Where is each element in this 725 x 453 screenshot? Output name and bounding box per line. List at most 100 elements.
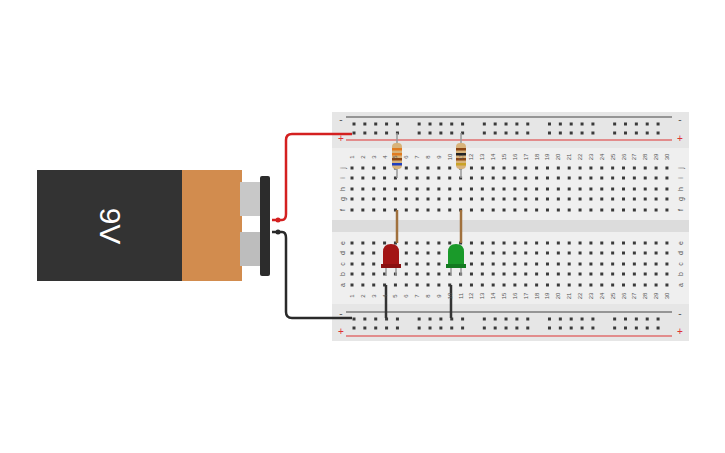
- column-number: 30: [664, 154, 670, 161]
- column-number: 5: [392, 294, 398, 297]
- column-number: 9: [436, 294, 442, 297]
- column-number: 21: [566, 293, 572, 300]
- row-letter: d: [339, 251, 346, 255]
- column-number: 22: [577, 154, 583, 161]
- rail-line: [346, 336, 672, 337]
- battery-clip: [260, 176, 270, 276]
- rail-line: [346, 312, 672, 313]
- column-number: 25: [610, 154, 616, 161]
- jumper-wire: [385, 285, 388, 318]
- column-number: 24: [599, 293, 605, 300]
- row-letter: b: [677, 272, 684, 276]
- column-number: 3: [371, 294, 377, 297]
- column-number: 10: [447, 154, 453, 161]
- column-number: 16: [512, 154, 518, 161]
- rail-line: [346, 117, 672, 118]
- row-letter: c: [339, 262, 346, 266]
- column-number: 19: [544, 293, 550, 300]
- column-number: 16: [512, 293, 518, 300]
- column-number: 27: [631, 154, 637, 161]
- column-number: 30: [664, 293, 670, 300]
- column-number: 14: [490, 293, 496, 300]
- column-number: 15: [501, 154, 507, 161]
- row-letter: a: [339, 283, 346, 287]
- column-number: 11: [458, 293, 464, 299]
- row-letter: d: [677, 251, 684, 255]
- row-letter: b: [339, 272, 346, 276]
- rail-sign: +: [338, 327, 344, 337]
- row-letter: f: [339, 209, 346, 211]
- row-letter: j: [677, 167, 684, 169]
- column-number: 29: [653, 154, 659, 161]
- row-letter: i: [677, 177, 684, 179]
- rail-sign: -: [339, 309, 342, 319]
- column-number: 12: [468, 293, 474, 300]
- column-number: 2: [360, 155, 366, 158]
- column-number: 28: [642, 154, 648, 161]
- row-letter: i: [339, 177, 346, 179]
- column-number: 18: [534, 293, 540, 300]
- column-number: 26: [621, 293, 627, 300]
- column-number: 7: [414, 294, 420, 297]
- column-number: 1: [349, 294, 355, 297]
- rail-sign: +: [677, 327, 683, 337]
- column-number: 15: [501, 293, 507, 300]
- column-number: 23: [588, 293, 594, 300]
- column-number: 6: [403, 294, 409, 297]
- breadboard-gap: [332, 220, 689, 232]
- column-number: 19: [544, 154, 550, 161]
- column-number: 13: [479, 293, 485, 300]
- column-number: 25: [610, 293, 616, 300]
- column-number: 3: [371, 155, 377, 158]
- column-number: 21: [566, 154, 572, 161]
- row-letter: j: [339, 167, 346, 169]
- jumper-wire: [460, 210, 463, 243]
- row-letter: c: [677, 262, 684, 266]
- column-number: 2: [360, 294, 366, 297]
- column-number: 11: [458, 154, 464, 160]
- battery-band: [181, 170, 242, 281]
- jumper-wire: [396, 210, 399, 243]
- rail-line: [346, 140, 672, 141]
- column-number: 9: [436, 155, 442, 158]
- column-number: 12: [468, 154, 474, 161]
- column-number: 28: [642, 293, 648, 300]
- green-led: [446, 244, 466, 276]
- row-letter: a: [677, 283, 684, 287]
- column-number: 22: [577, 293, 583, 300]
- column-number: 26: [621, 154, 627, 161]
- column-number: 4: [382, 155, 388, 158]
- column-number: 24: [599, 154, 605, 161]
- battery-label: 9V: [95, 207, 125, 244]
- column-number: 27: [631, 293, 637, 300]
- column-number: 20: [555, 154, 561, 161]
- column-number: 5: [392, 155, 398, 158]
- rail-sign: -: [678, 115, 681, 125]
- rail-sign: +: [677, 134, 683, 144]
- column-number: 20: [555, 293, 561, 300]
- row-letter: e: [677, 241, 684, 245]
- battery-terminal: [240, 182, 262, 216]
- row-letter: h: [339, 187, 346, 191]
- column-number: 17: [523, 293, 529, 300]
- column-number: 10: [447, 293, 453, 300]
- black-wire: [272, 232, 352, 318]
- column-number: 23: [588, 154, 594, 161]
- resistor: [456, 133, 466, 178]
- column-number: 6: [403, 155, 409, 158]
- column-number: 14: [490, 154, 496, 161]
- column-number: 29: [653, 293, 659, 300]
- column-number: 13: [479, 154, 485, 161]
- battery-body: 9V: [37, 170, 182, 281]
- column-number: 4: [382, 294, 388, 297]
- column-number: 17: [523, 154, 529, 161]
- breadboard-half: [332, 148, 689, 220]
- rail-sign: -: [678, 309, 681, 319]
- column-number: 8: [425, 294, 431, 297]
- column-number: 8: [425, 155, 431, 158]
- row-letter: g: [677, 197, 684, 201]
- battery-terminal: [240, 232, 262, 266]
- red-led: [381, 244, 401, 276]
- resistor: [392, 133, 402, 178]
- column-number: 18: [534, 154, 540, 161]
